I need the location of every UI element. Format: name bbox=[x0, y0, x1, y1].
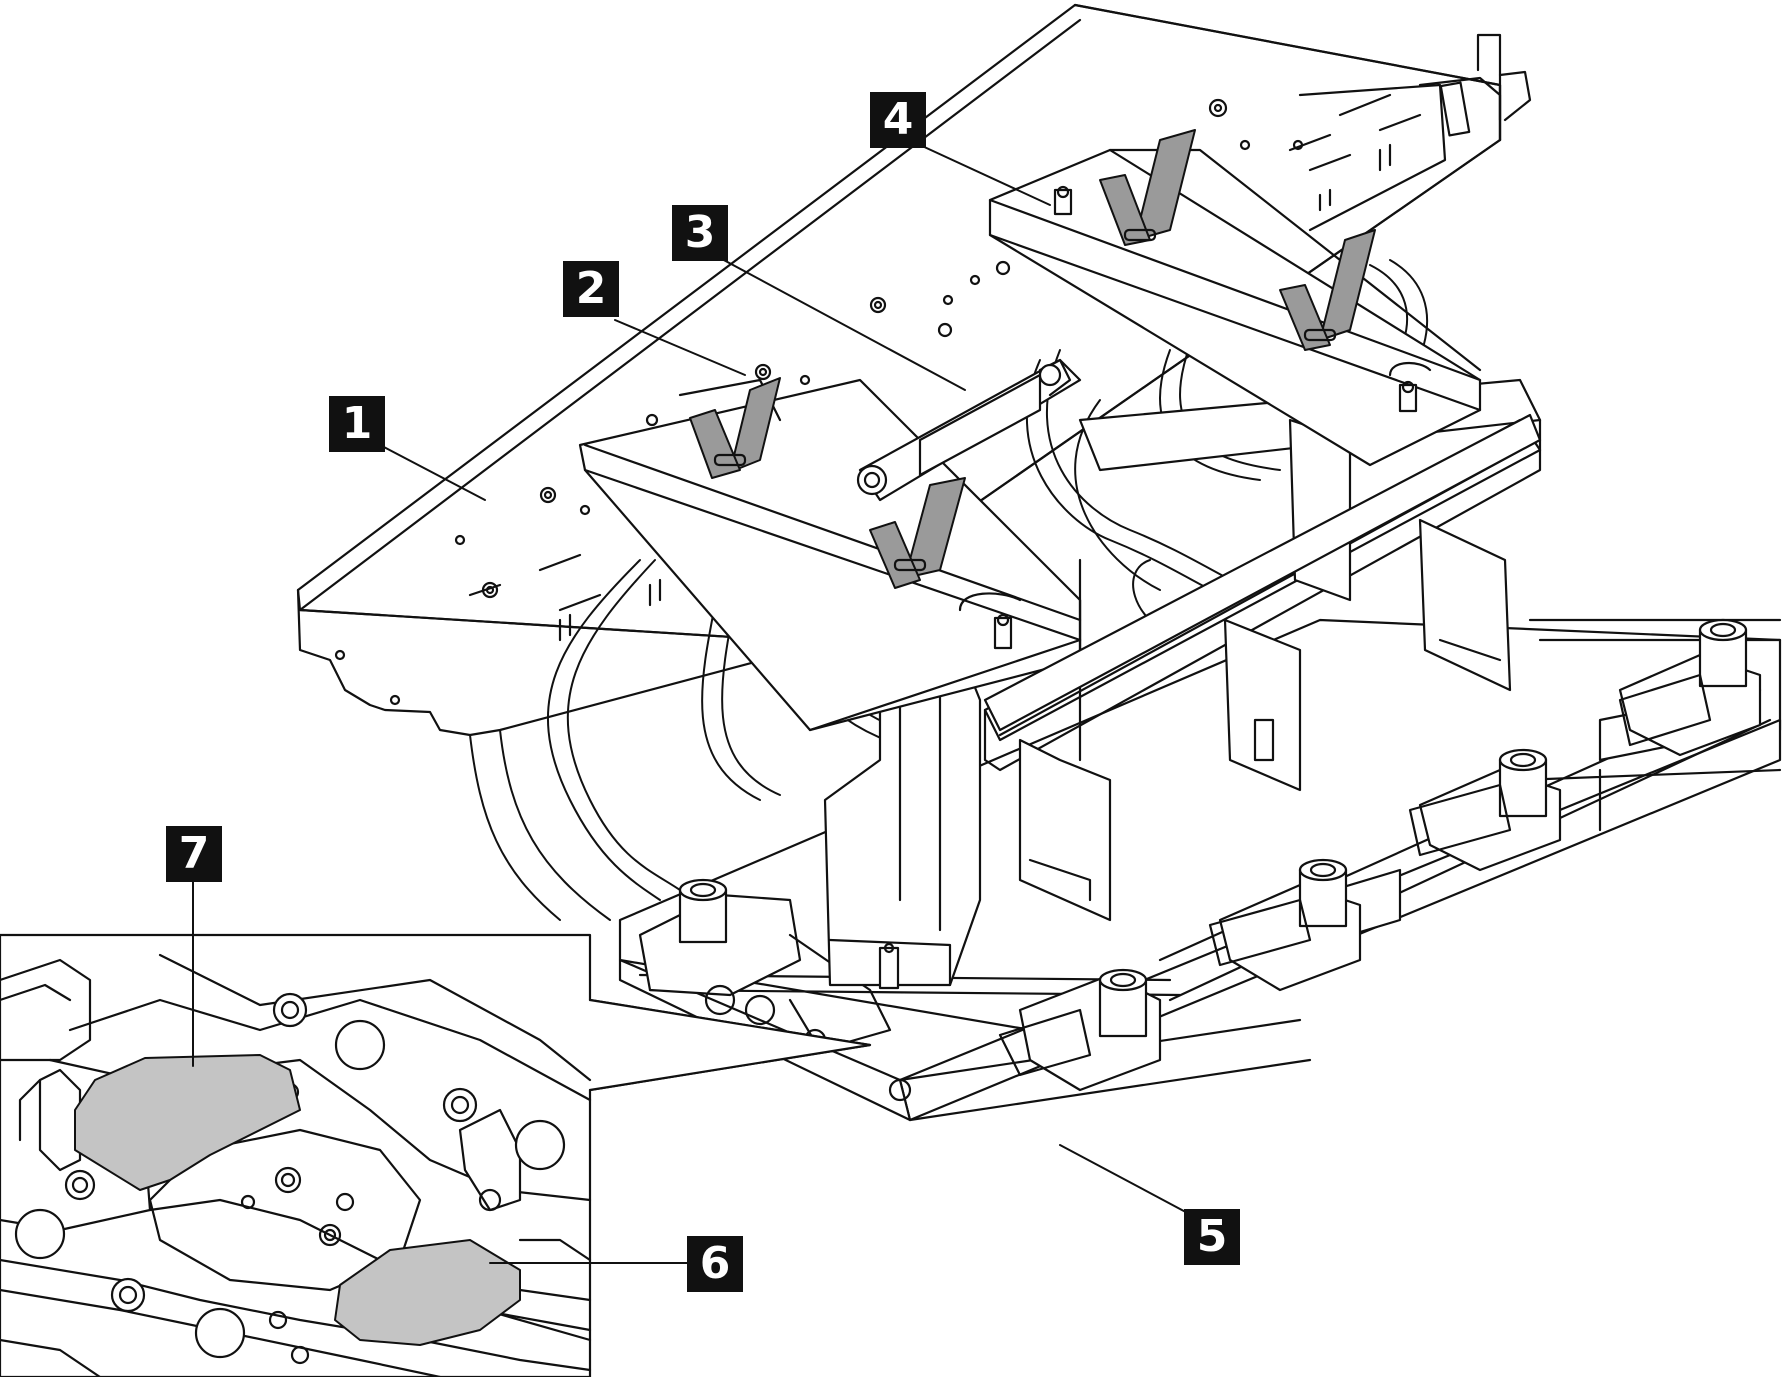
callout-3: 3 bbox=[672, 205, 728, 261]
tape-slots bbox=[713, 228, 1337, 572]
detail-inset bbox=[0, 933, 872, 1379]
bracket-4 bbox=[988, 148, 1482, 467]
cross-rail-3 bbox=[856, 358, 1542, 732]
leader-lines bbox=[192, 144, 1211, 1264]
callout-7: 7 bbox=[166, 826, 222, 882]
thermal-pads bbox=[74, 1054, 521, 1346]
tape-strips bbox=[689, 129, 1376, 589]
callout-2: 2 bbox=[563, 261, 619, 317]
callout-1: 1 bbox=[329, 396, 385, 452]
callout-6: 6 bbox=[687, 1236, 743, 1292]
callout-5: 5 bbox=[1184, 1209, 1240, 1265]
cpu-retention-units bbox=[638, 618, 1762, 1102]
callout-4: 4 bbox=[870, 92, 926, 148]
